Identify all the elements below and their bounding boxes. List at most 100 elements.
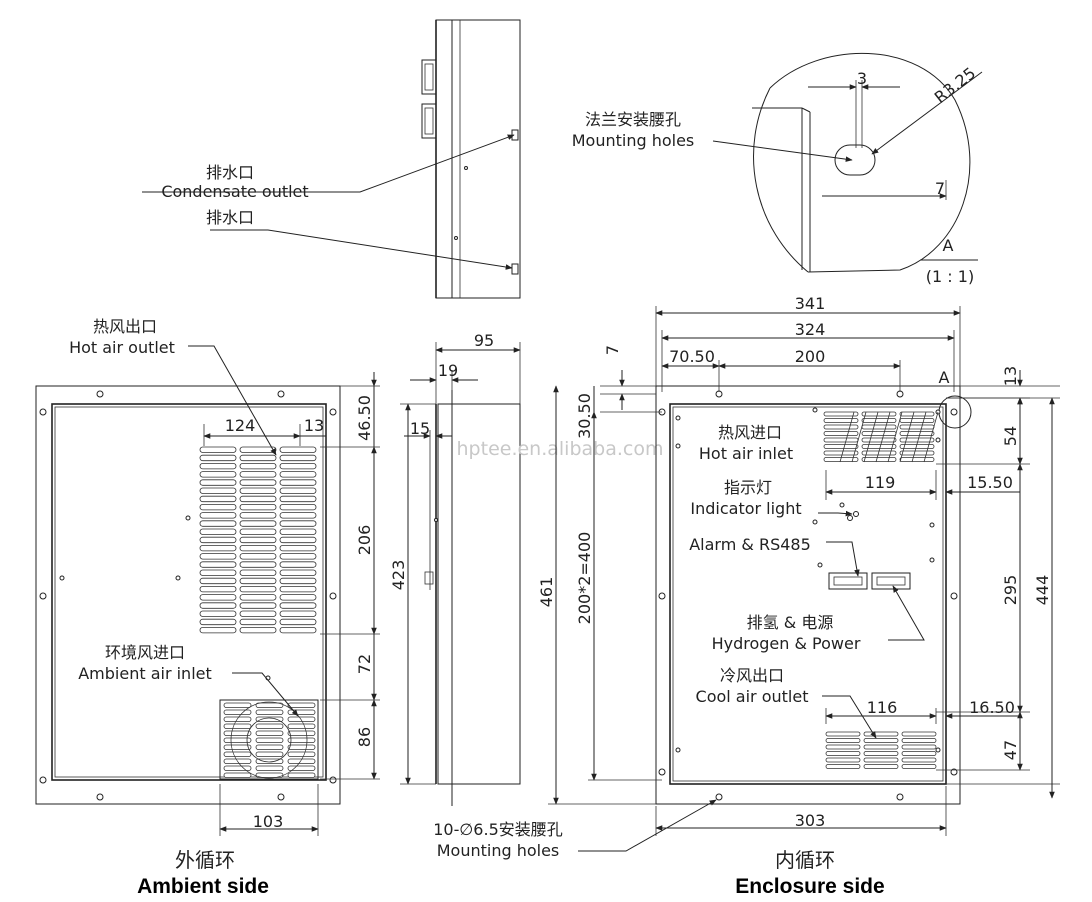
dim-295: 295 bbox=[1001, 575, 1020, 606]
mounting-holes-top-cn: 法兰安装腰孔 bbox=[585, 110, 681, 129]
grille-slot bbox=[199, 594, 237, 601]
grille-slot bbox=[863, 744, 899, 750]
enclosure-caption-cn: 内循环 bbox=[775, 848, 835, 872]
grille-slot bbox=[199, 446, 237, 453]
grille-slot bbox=[239, 512, 277, 519]
grille-slot bbox=[279, 627, 317, 634]
grille-slant bbox=[887, 411, 903, 463]
dim-116: 116 bbox=[867, 698, 898, 717]
grille-slot bbox=[239, 528, 277, 535]
grille-slot bbox=[255, 737, 284, 743]
grille-slot bbox=[899, 418, 935, 423]
enclosure-dims: 341 324 70.50 200 7 30.50 461 200*2=400 … bbox=[537, 294, 1060, 836]
grille-slot bbox=[199, 471, 237, 478]
grille-slot bbox=[239, 594, 277, 601]
grille-slot bbox=[899, 450, 935, 456]
grille-slot bbox=[239, 503, 277, 511]
condensate-outlet-cn: 排水口 bbox=[206, 163, 254, 182]
grille-slot bbox=[279, 602, 317, 609]
indicator-en: Indicator light bbox=[690, 499, 801, 518]
cool-air-outlet-cn: 冷风出口 bbox=[720, 666, 784, 685]
grille-slot bbox=[287, 765, 316, 771]
grille-slot bbox=[255, 709, 284, 715]
grille-slot bbox=[223, 702, 252, 708]
grille-slot bbox=[901, 744, 937, 750]
grille-slot bbox=[279, 528, 317, 535]
grille-slot bbox=[823, 418, 859, 423]
grille-slot bbox=[279, 553, 317, 560]
ambient-callouts: 热风出口 Hot air outlet 环境风进口 Ambient air in… bbox=[69, 317, 299, 717]
power-connector bbox=[871, 572, 911, 590]
grille-slot bbox=[199, 528, 237, 535]
grille-slot bbox=[199, 512, 237, 519]
grille-slot bbox=[255, 751, 284, 757]
grille-slot bbox=[239, 545, 277, 552]
grille-slot bbox=[901, 751, 937, 756]
detail-title: A bbox=[943, 236, 954, 255]
mounting-holes-top-callout: 法兰安装腰孔 Mounting holes bbox=[572, 110, 853, 162]
mounting-holes-bottom-callout: 10-∅6.5安装腰孔 Mounting holes bbox=[433, 799, 717, 860]
grille-slot bbox=[279, 594, 317, 601]
dim-4650: 46.50 bbox=[355, 395, 374, 441]
grille-slot bbox=[199, 618, 237, 626]
dim-95: 95 bbox=[474, 331, 494, 350]
grille-slot bbox=[255, 702, 284, 708]
indicator-cn: 指示灯 bbox=[724, 478, 772, 497]
grille-slot bbox=[279, 487, 317, 494]
dim-461: 461 bbox=[537, 577, 556, 608]
grille-slot bbox=[287, 723, 316, 729]
grille-slot bbox=[287, 758, 316, 764]
dim-1550: 15.50 bbox=[967, 473, 1013, 492]
grille-slot bbox=[823, 450, 859, 456]
grille-slot bbox=[287, 751, 316, 757]
grille-slot bbox=[279, 479, 317, 486]
mounting-holes-bottom-cn: 10-∅6.5安装腰孔 bbox=[433, 820, 563, 839]
condensate-outlet2-cn: 排水口 bbox=[206, 208, 254, 227]
grille-slot bbox=[239, 553, 277, 560]
grille-slot bbox=[239, 577, 277, 585]
grille-slot bbox=[823, 437, 859, 443]
grille-slot bbox=[287, 737, 316, 743]
ambient-caption-en: Ambient side bbox=[137, 875, 269, 898]
grille-slot bbox=[239, 446, 277, 453]
grille-slot bbox=[239, 586, 277, 593]
grille-slot bbox=[223, 772, 252, 778]
grille-slot bbox=[279, 618, 317, 626]
dim-19: 19 bbox=[438, 361, 458, 380]
grille-slot bbox=[279, 577, 317, 585]
hot-air-inlet-en: Hot air inlet bbox=[699, 444, 793, 463]
grille-slot bbox=[825, 738, 861, 743]
grille-slot bbox=[901, 757, 937, 763]
grille-slot bbox=[199, 520, 237, 527]
grille-slot bbox=[199, 487, 237, 494]
ambient-air-inlet-en: Ambient air inlet bbox=[78, 664, 212, 683]
dim-86: 86 bbox=[355, 727, 374, 747]
grille-slot bbox=[255, 730, 284, 736]
grille-slot bbox=[199, 602, 237, 609]
grille-slot bbox=[239, 627, 277, 634]
grille-slot bbox=[861, 457, 897, 462]
dim-13a: 13 bbox=[304, 416, 324, 435]
grille-slant bbox=[851, 411, 867, 463]
grille-slant bbox=[911, 411, 927, 463]
grille-slant bbox=[875, 411, 891, 463]
enclosure-grille-top bbox=[823, 411, 939, 463]
dim-47: 47 bbox=[1001, 740, 1020, 760]
grille-slot bbox=[239, 569, 277, 576]
grille-slot bbox=[199, 569, 237, 576]
dim-341: 341 bbox=[795, 294, 826, 313]
grille-slot bbox=[823, 424, 859, 430]
grille-slot bbox=[279, 610, 317, 617]
grille-slot bbox=[239, 462, 277, 470]
grille-slot bbox=[199, 454, 237, 462]
grille-slot bbox=[239, 561, 277, 568]
grille-slot bbox=[901, 731, 937, 737]
dim-200x2: 200*2=400 bbox=[575, 532, 594, 625]
enclosure-side-view bbox=[655, 385, 972, 805]
grille-slot bbox=[823, 431, 859, 436]
grille-slot bbox=[899, 411, 935, 417]
grille-slot bbox=[199, 627, 237, 634]
hydrogen-cn: 排氢 & 电源 bbox=[747, 613, 834, 632]
ambient-grille-bottom bbox=[219, 699, 319, 780]
